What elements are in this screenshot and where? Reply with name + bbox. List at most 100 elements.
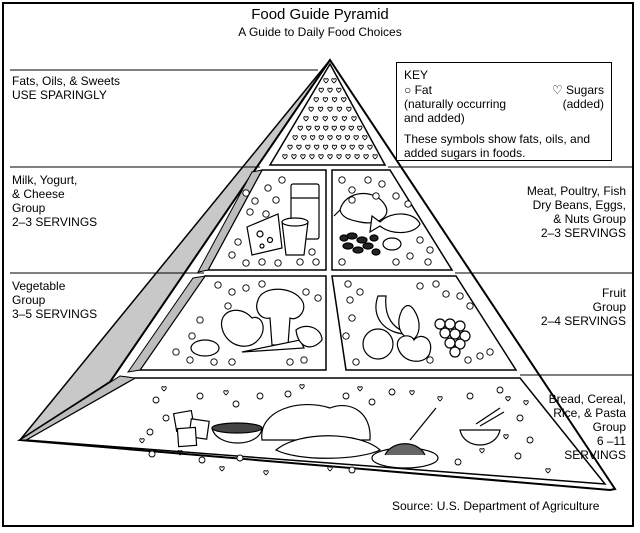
heart-icon [372,154,378,160]
heart-icon [308,106,314,112]
circle-icon [258,258,266,266]
heart-icon [291,154,297,160]
heart-icon [312,116,319,122]
heart-icon [303,116,309,122]
circle-icon [284,390,292,398]
heart-icon [357,386,363,392]
yogurt-cup-icon [281,221,309,256]
circle-icon [406,252,414,260]
heart-icon [327,135,333,141]
heart-icon [353,135,359,141]
heart-icon [219,466,225,472]
circle-icon [432,280,440,288]
circle-icon [186,356,194,364]
heart-icon [367,144,373,150]
circle-icon [302,288,310,296]
heart-icon [336,87,342,93]
apple-icon [396,335,432,362]
heart-icon [331,125,337,131]
heart-icon [523,400,529,406]
meat-fat-circles [338,176,434,266]
key-fat-label: ○ Fat [404,83,432,97]
circle-icon [196,316,204,324]
left-band-3 [18,375,137,441]
heart-icon [503,434,509,440]
circle-icon [228,358,236,366]
heart-icon [340,144,346,150]
circle-icon [496,386,504,394]
circle-icon [356,288,364,296]
heart-icon [331,97,338,103]
heart-icon [139,438,145,444]
circle-icon [278,176,286,184]
heart-icon [327,466,333,472]
heart-icon [177,450,183,456]
heart-icon [305,144,311,150]
heart-icon [545,468,551,474]
key-legend: KEY ○ Fat (naturally occurring and added… [396,62,612,161]
left-band-2 [126,275,207,373]
circle-icon [342,392,350,400]
fruit-foods [362,295,471,362]
heart-icon [331,144,338,150]
heart-icon [341,97,347,103]
circle-icon [426,356,434,364]
heart-icon [318,87,324,93]
egg-icon [382,237,402,251]
circle-icon [314,294,322,302]
vegetable-foods [190,288,323,357]
circle-icon [514,452,522,460]
heart-icon [332,116,338,122]
pear-icon [398,304,420,341]
beans-icon [339,232,381,256]
chopsticks-icon [475,407,501,425]
heart-icon [354,154,360,160]
heart-icon [345,154,351,160]
heart-icon [287,144,293,150]
rice-bowl-icon [459,429,501,446]
heart-icon [263,470,269,476]
grapes-icon [434,318,471,358]
circle-icon [146,428,154,436]
bread-loaf-icon [261,404,371,441]
circle-icon [466,392,474,400]
circle-icon [486,348,494,356]
bread-hearts [139,384,551,476]
heart-icon [409,390,415,396]
circle-icon [272,196,280,204]
circle-icon [338,176,346,184]
circle-icon [242,284,250,292]
circle-icon [388,388,396,396]
heart-icon [331,78,337,84]
circle-icon [258,280,266,288]
circle-icon [424,258,432,266]
circle-icon [196,392,204,400]
heart-icon [349,144,355,150]
circle-icon [236,454,244,462]
long-bread-icon [274,435,382,459]
circle-icon [152,396,160,404]
circle-icon [312,258,320,266]
page-subtitle: A Guide to Daily Food Choices [238,25,402,39]
meat-foods [333,192,421,256]
circle-icon [234,238,242,246]
heart-icon [336,106,343,112]
heart-icon [363,154,369,160]
heart-icon [344,135,351,141]
heart-icon [340,125,346,131]
circle-icon [416,236,424,244]
meat-label: Meat, Poultry, Fish Dry Beans, Eggs, & N… [526,184,626,240]
circle-icon [526,436,534,444]
heart-icon [314,125,320,131]
circle-icon [162,414,170,422]
circle-icon [392,192,400,200]
circle-icon [308,248,316,256]
heart-icon [318,135,324,141]
circle-icon [224,302,232,310]
circle-icon [342,332,350,340]
heart-icon [282,154,288,160]
circle-icon [228,251,236,259]
circle-icon [378,180,386,188]
circle-icon [456,292,464,300]
